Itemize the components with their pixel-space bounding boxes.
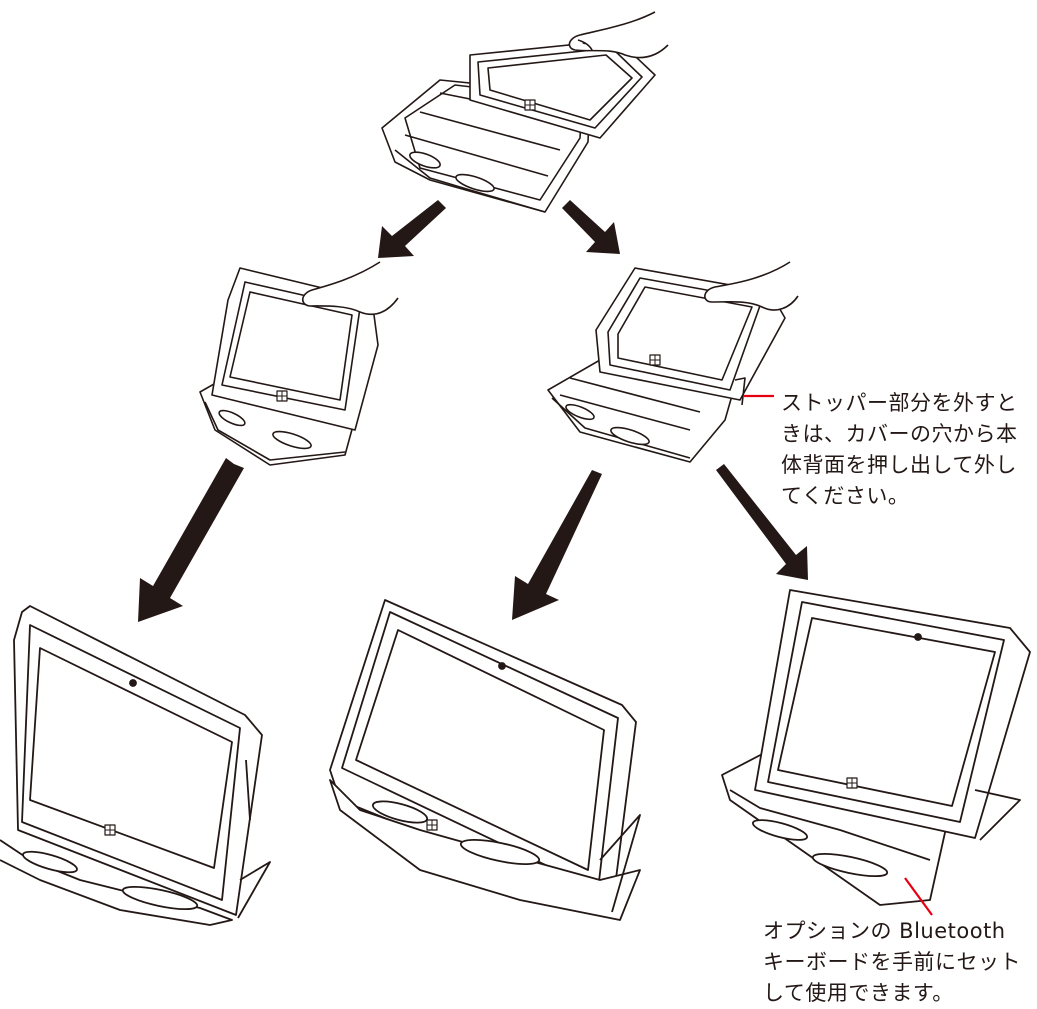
windows-logo-icon (524, 99, 536, 111)
windows-logo-icon (276, 390, 288, 402)
step-middle-left-stand (199, 261, 399, 466)
camera-icon (129, 679, 137, 687)
stopper-note-line: 体背面を押し出して外し (781, 453, 1017, 477)
step-bottom-left-stand (0, 605, 271, 926)
arrow-left-column (138, 458, 244, 622)
stopper-note-line: ストッパー部分を外すと (781, 391, 1018, 415)
windows-logo-icon (649, 354, 661, 366)
stopper-note-line: きは、カバーの穴から本 (781, 422, 1018, 446)
windows-logo-icon (426, 819, 438, 831)
keyboard-note-line: キーボードを手前にセット (763, 950, 1021, 974)
windows-logo-icon (104, 824, 116, 836)
tablet (13, 605, 263, 916)
keyboard-note: オプションの Bluetooth キーボードを手前にセット して使用できます。 (763, 916, 1021, 1009)
step-middle-right-stopper (547, 261, 799, 463)
arrow-center-column (512, 470, 602, 620)
keyboard-note-line: して使用できます。 (763, 981, 954, 1005)
keyboard-note-line: オプションの Bluetooth (763, 919, 1006, 943)
windows-logo-icon (846, 777, 858, 789)
stopper-note-line: てください。 (781, 484, 910, 508)
arrow-down-right (562, 200, 620, 254)
stopper-note: ストッパー部分を外すと きは、カバーの穴から本 体背面を押し出して外し てくださ… (781, 388, 1018, 512)
camera-icon (498, 662, 506, 670)
camera-icon (914, 633, 922, 641)
hand-icon (704, 261, 799, 311)
callout-leader-keyboard (904, 877, 933, 916)
step-bottom-right-keyboard (721, 589, 1031, 906)
step-bottom-center-landscape (329, 599, 641, 921)
arrow-right-column (716, 464, 808, 580)
arrow-down-left (378, 200, 446, 258)
hand-icon (301, 261, 399, 316)
hand-icon (568, 11, 669, 59)
step-top-tablet-attach (381, 11, 669, 213)
